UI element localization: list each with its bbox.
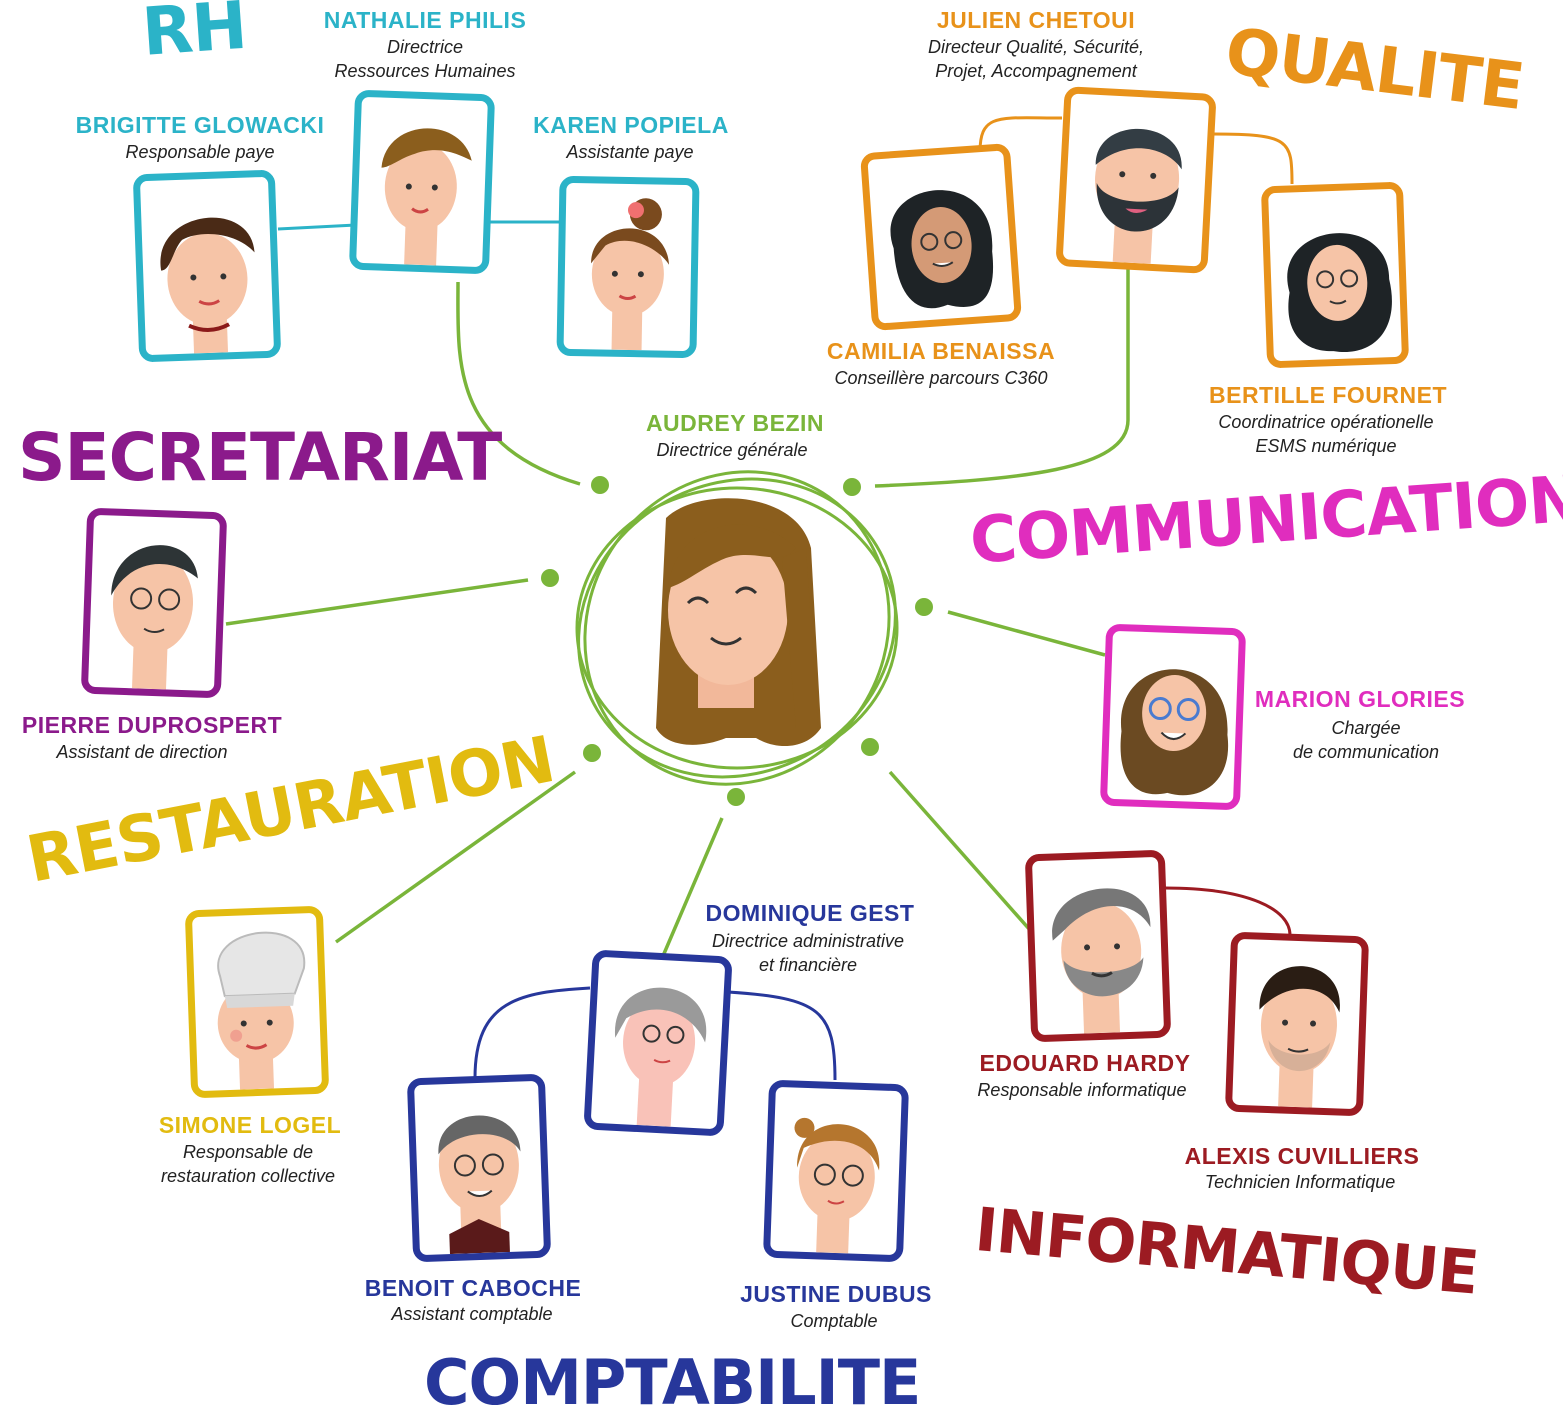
man-grey-beard-portrait-icon — [1052, 888, 1151, 1034]
link-communication — [947, 610, 1106, 657]
role-line: Responsable de — [182, 1142, 314, 1162]
person-role-pierre: Assistant de direction — [56, 740, 227, 764]
role-line: de communication — [1292, 742, 1440, 762]
person-role-audrey: Directrice générale — [656, 440, 808, 460]
person-name-benoit: BENOIT CABOCHE — [364, 1275, 582, 1301]
person-name-marion: MARION GLORIES — [1254, 686, 1466, 712]
dept-title-rh: RH — [139, 0, 249, 71]
role-line: ESMS numérique — [1255, 436, 1397, 456]
chef-hat-portrait-icon — [217, 931, 305, 1090]
person-name-simone: SIMONE LOGEL — [158, 1112, 342, 1138]
brigitte-photo-card — [132, 169, 282, 363]
role-line: Projet, Accompagnement — [935, 61, 1137, 81]
woman-wavy-hair-glasses-portrait-icon — [1287, 233, 1392, 353]
role-line: Assistant de direction — [56, 742, 228, 762]
woman-curly-hair-blue-glasses-portrait-icon — [1120, 669, 1229, 796]
man-glasses-portrait-icon — [111, 545, 198, 690]
role-line: Responsable informatique — [977, 1080, 1187, 1100]
justine-photo-card — [762, 1079, 910, 1263]
pierre-photo-card — [80, 507, 228, 699]
person-name-justine: JUSTINE DUBUS — [740, 1281, 932, 1307]
person-role-justine: Comptable — [790, 1309, 877, 1333]
nathalie-photo-card — [348, 89, 496, 275]
woman-grey-hair-glasses-portrait-icon — [615, 987, 707, 1127]
role-line: Conseillère parcours C360 — [834, 368, 1048, 388]
link-comptabilite — [661, 817, 724, 957]
person-role-karen: Assistante paye — [566, 140, 693, 164]
role-line: Directrice — [386, 37, 464, 57]
person-name-alexis: ALEXIS CUVILLIERS — [1184, 1143, 1420, 1169]
person-name-bertille: BERTILLE FOURNET — [1209, 382, 1447, 408]
person-name-camilia: CAMILIA BENAISSA — [826, 338, 1056, 364]
role-line: Chargée — [1331, 718, 1401, 738]
alexis-photo-card — [1224, 931, 1370, 1117]
person-role-bertille: Coordinatrice opérationelle ESMS numériq… — [1218, 410, 1433, 458]
person-role-dominique: Directrice administrative et financière — [712, 929, 904, 977]
role-line: Responsable paye — [125, 142, 275, 162]
role-line: restauration collective — [160, 1166, 336, 1186]
link-rh — [456, 281, 581, 486]
role-line: Directeur Qualité, Sécurité, — [927, 37, 1145, 57]
role-line: et financière — [758, 955, 858, 975]
link-restauration — [334, 770, 577, 944]
woman-curly-hair-glasses-portrait-icon — [890, 190, 994, 309]
woman-bun-hair-portrait-icon — [591, 198, 670, 351]
person-role-julien: Directeur Qualité, Sécurité, Projet, Acc… — [928, 35, 1144, 83]
dept-title-secretariat: SECRETARIAT — [18, 419, 502, 496]
bertille-photo-card — [1260, 181, 1410, 369]
person-role-brigitte: Responsable paye — [125, 140, 274, 164]
role-line: Assistante paye — [566, 142, 694, 162]
role-line: Comptable — [790, 1311, 878, 1331]
hub-orbits — [575, 470, 899, 786]
woman-glasses-portrait-icon — [794, 1117, 880, 1254]
role-line: Technicien Informatique — [1204, 1172, 1396, 1192]
woman-short-brown-hair-portrait-icon — [381, 128, 472, 266]
person-role-edouard: Responsable informatique — [977, 1078, 1186, 1102]
person-name-audrey: AUDREY BEZIN — [645, 410, 825, 436]
man-beard-portrait-icon — [1095, 128, 1182, 264]
link-qualite — [874, 268, 1130, 488]
person-role-simone: Responsable de restauration collective — [161, 1140, 335, 1188]
role-line: Directrice administrative — [711, 931, 905, 951]
person-role-camilia: Conseillère parcours C360 — [834, 366, 1047, 390]
person-name-brigitte: BRIGITTE GLOWACKI — [75, 112, 325, 138]
person-role-benoit: Assistant comptable — [391, 1302, 552, 1326]
person-name-edouard: EDOUARD HARDY — [979, 1050, 1191, 1076]
edouard-photo-card — [1024, 849, 1172, 1043]
link-secretariat — [225, 578, 529, 626]
marion-photo-card — [1099, 623, 1247, 811]
person-name-karen: KAREN POPIELA — [533, 112, 729, 138]
link-informatique — [888, 770, 1032, 932]
woman-long-brown-hair-portrait-icon — [656, 498, 821, 747]
simone-photo-card — [184, 905, 330, 1099]
woman-dark-short-hair-portrait-icon — [160, 217, 255, 354]
person-role-alexis: Technicien Informatique — [1205, 1170, 1395, 1194]
hub-dots — [541, 476, 933, 806]
man-bowtie-glasses-portrait-icon — [438, 1115, 521, 1255]
person-role-marion: Chargée de communication — [1293, 716, 1439, 764]
person-name-julien: JULIEN CHETOUI — [936, 7, 1136, 33]
person-name-nathalie: NATHALIE PHILIS — [323, 7, 527, 33]
dept-title-comptabilite: COMPTABILITE — [424, 1346, 921, 1419]
person-name-dominique: DOMINIQUE GEST — [705, 900, 915, 926]
person-name-pierre: PIERRE DUPROSPERT — [21, 712, 283, 738]
role-line: Assistant comptable — [391, 1304, 553, 1324]
benoit-photo-card — [406, 1073, 552, 1263]
karen-photo-card — [556, 175, 700, 359]
camilia-photo-card — [859, 142, 1023, 332]
person-role-nathalie: Directrice Ressources Humaines — [334, 35, 515, 83]
dominique-photo-card — [583, 949, 733, 1137]
role-line: Ressources Humaines — [334, 61, 516, 81]
man-stubble-portrait-icon — [1259, 966, 1340, 1108]
julien-photo-card — [1055, 86, 1217, 274]
role-line: Coordinatrice opérationelle — [1218, 412, 1434, 432]
